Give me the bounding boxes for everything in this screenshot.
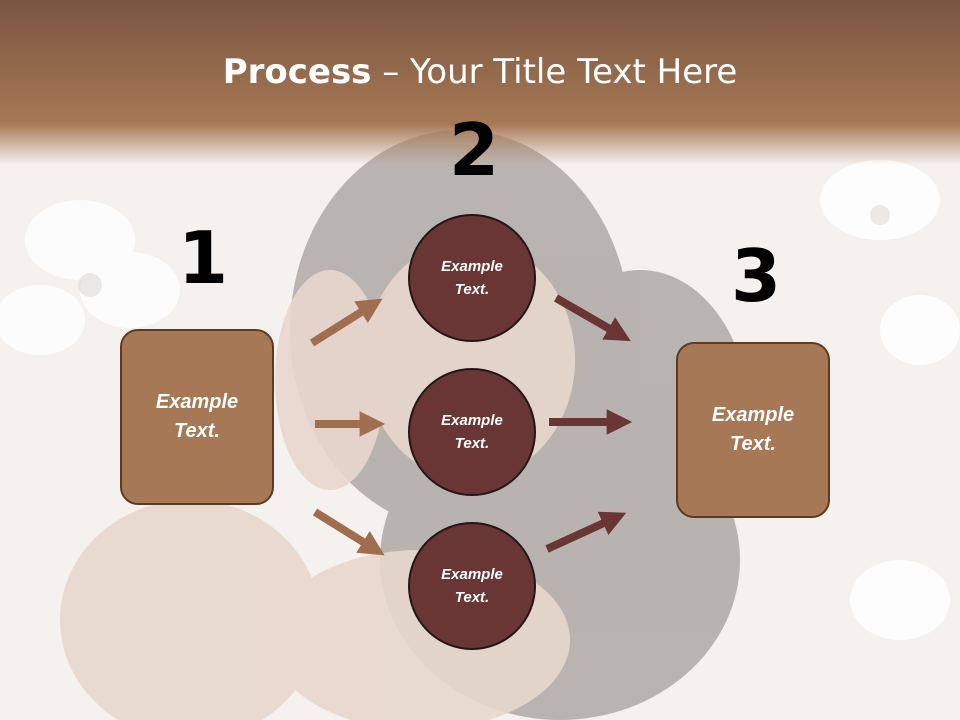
arrow-to-top-circle (309, 298, 383, 347)
step-number-2: 2 (449, 108, 500, 192)
slide-title: Process – Your Title Text Here (0, 52, 960, 92)
title-rest: – Your Title Text Here (371, 52, 738, 92)
arrow-to-bottom-circle (312, 508, 385, 556)
arrow-from-top-circle (554, 294, 631, 342)
title-bold: Process (222, 52, 372, 92)
step-number-3: 3 (731, 234, 782, 318)
step-number-1: 1 (178, 216, 229, 300)
arrow-from-bottom-circle (545, 511, 627, 553)
